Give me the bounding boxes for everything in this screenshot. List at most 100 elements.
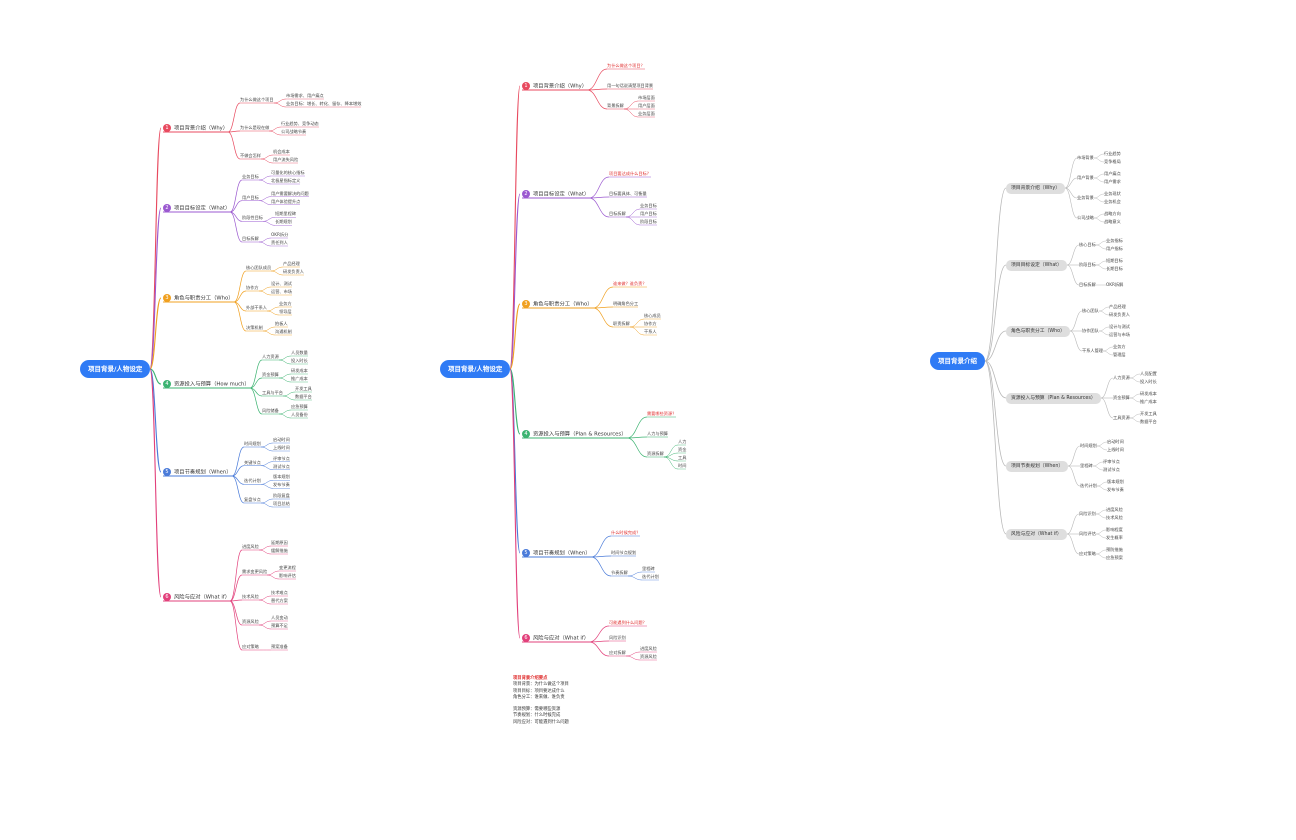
leaf-node: 业务方 (1113, 344, 1126, 349)
branch-pill: 资源投入与预算（Plan & Resources） (1006, 392, 1101, 404)
leaf-connector (1095, 529, 1107, 535)
leaf-node: 用户目标 (640, 211, 657, 216)
leaf-connector (258, 286, 272, 292)
branch-connector (149, 368, 162, 598)
leaf-node: 拍板人 (275, 321, 288, 326)
root-node: 项目背景/人物设定 (80, 360, 151, 378)
branch-label: 角色与职责分工（Who） (533, 301, 593, 308)
branch-label: 角色与职责分工（Who） (174, 295, 234, 302)
leaf-connector (1093, 213, 1105, 219)
child-connector (1064, 187, 1078, 219)
child-node: 决策机制 (246, 325, 263, 330)
child-node: 为什么做这个项目？ (607, 63, 645, 68)
leaf-connector (266, 570, 280, 576)
leaf-connector (1093, 217, 1105, 223)
leaf-connector (1102, 346, 1114, 352)
branch-number-badge: 5 (522, 549, 530, 557)
child-connector (227, 130, 241, 133)
leaf-connector (260, 158, 274, 164)
leaf-node: 开发工具 (295, 386, 312, 391)
branch-connector (984, 187, 1007, 362)
child-connector (586, 89, 608, 110)
leaf-node: 长期目标 (1106, 266, 1123, 271)
leaf-node: 版本规划 (273, 474, 290, 480)
leaf-node: 设计与测试 (1109, 324, 1130, 329)
child-connector (586, 68, 608, 91)
leaf-node: 用户痛点 (1104, 171, 1121, 176)
leaf-node: 北极星指标定义 (271, 178, 301, 183)
leaf-node: 战略意义 (1104, 219, 1121, 224)
leaf-connector (1093, 173, 1105, 179)
child-connector (249, 377, 263, 389)
child-connector (1100, 397, 1114, 419)
leaf-node: 用户需要解决的问题 (271, 190, 309, 196)
leaf-connector (260, 480, 274, 485)
child-connector (1066, 513, 1080, 535)
branch-number-badge: 6 (522, 634, 530, 642)
leaf-connector (258, 200, 272, 205)
child-connector (227, 131, 241, 160)
leaf-connector (1098, 330, 1110, 336)
child-connector (588, 176, 610, 199)
notes-line: 资源预算：需要哪些资源 (513, 707, 561, 713)
leaf-connector (625, 651, 641, 657)
leaf-connector (1095, 509, 1107, 515)
leaf-node: 公司战略节奏 (281, 129, 307, 134)
leaf-connector (268, 126, 282, 132)
branch-label: 风险与应对（What if） (533, 635, 590, 642)
leaf-connector (278, 355, 292, 361)
child-connector (1066, 264, 1080, 286)
child-connector (590, 556, 612, 577)
child-connector (249, 359, 263, 389)
leaf-connector (282, 395, 296, 401)
leaf-node: 运营、市场 (271, 289, 292, 294)
leaf-node: 用户层面 (638, 103, 655, 108)
leaf-node: 研发负责人 (283, 269, 304, 274)
leaf-node: 应急预案 (1106, 555, 1123, 560)
child-connector (229, 179, 243, 213)
leaf-connector (260, 498, 274, 504)
branch-connector (984, 360, 1007, 399)
leaf-node: 测试节点 (1103, 467, 1120, 472)
leaf-connector (625, 208, 641, 218)
leaf-node: 测试节点 (273, 463, 290, 469)
leaf-node: 业务现状 (1104, 191, 1121, 196)
leaf-connector (258, 620, 272, 626)
leaf-connector (270, 266, 284, 272)
leaf-node: 评审节点 (273, 455, 290, 461)
leaf-connector (278, 409, 292, 415)
child-node: 阶段目标 (1079, 262, 1096, 267)
child-node: 目标拆解 (242, 236, 259, 241)
leaf-node: 用户流失风险 (273, 157, 299, 162)
leaf-connector (627, 575, 643, 581)
leaf-node: 业务方 (279, 301, 292, 306)
leaf-connector (262, 330, 276, 336)
leaf-node: 责任到人 (271, 240, 288, 245)
child-connector (1067, 465, 1081, 487)
branch-label: 项目目标设定（What） (174, 205, 231, 212)
leaf-node: 产品经理 (1109, 304, 1126, 309)
leaf-node: 启动时间 (273, 437, 290, 442)
child-connector (229, 549, 243, 602)
leaf-node: 数据平台 (1140, 419, 1157, 424)
leaf-connector (1096, 441, 1108, 447)
leaf-node: 发布节奏 (273, 482, 290, 488)
leaf-connector (1129, 413, 1141, 419)
leaf-node: 核心成员 (644, 313, 661, 318)
leaf-node: 行业趋势、竞争动态 (281, 121, 319, 126)
child-node: 时间节点规划 (611, 550, 637, 555)
leaf-node: 应急预算 (291, 404, 308, 409)
child-node: 背景拆解 (607, 103, 624, 108)
child-connector (1069, 330, 1083, 352)
child-node: 工具与平台 (262, 390, 283, 395)
notes-line: 项目目标：项目要达成什么 (513, 688, 565, 694)
leaf-connector (1096, 445, 1108, 451)
leaf-node: 缓解措施 (271, 548, 288, 553)
leaf-connector (266, 306, 280, 312)
leaf-node: 产品经理 (283, 261, 300, 266)
